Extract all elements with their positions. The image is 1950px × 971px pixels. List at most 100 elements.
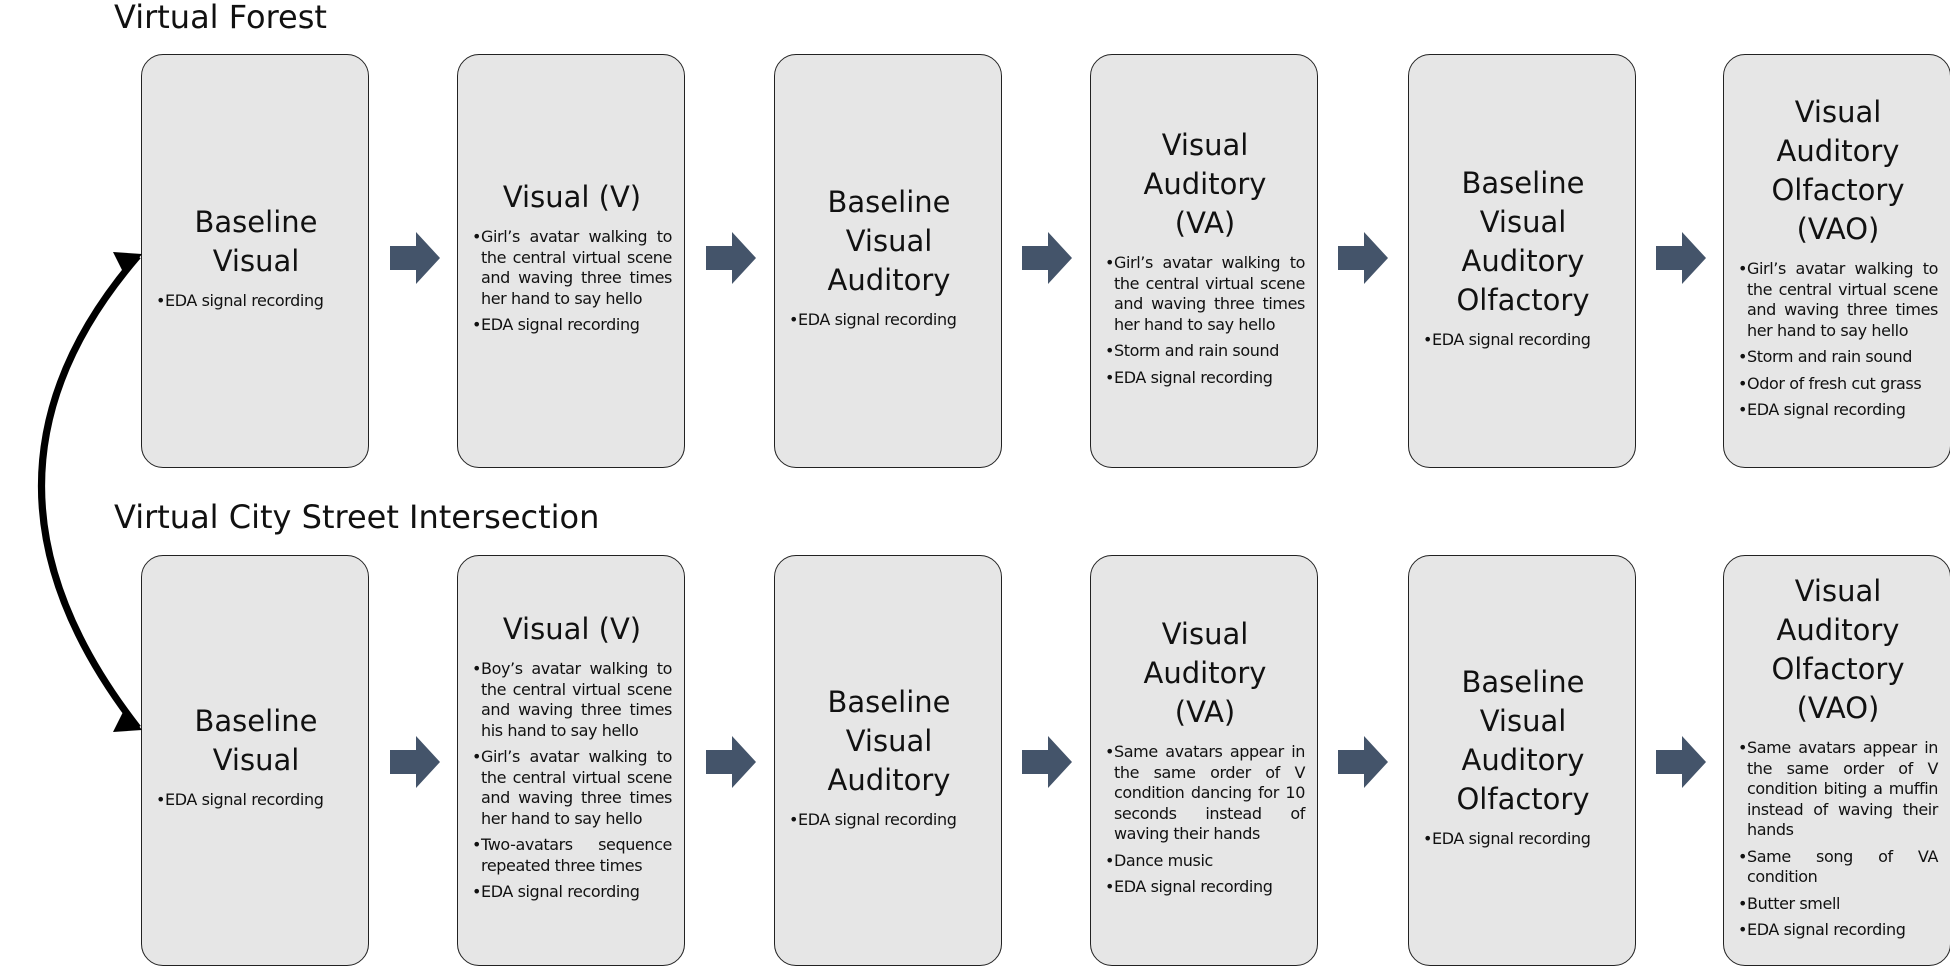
condition-title: Visual (V) <box>472 178 672 217</box>
condition-box: BaselineVisualAuditoryOlfactoryEDA signa… <box>1408 555 1636 966</box>
condition-title-line: (VA) <box>1174 206 1236 240</box>
bullet-item: Dance music <box>1105 851 1305 872</box>
bullet-item: Same avatars appear in the same order of… <box>1738 738 1938 841</box>
bullet-item: EDA signal recording <box>472 882 672 903</box>
condition-box: Visual (V) Boy’s avatar walking to the ce… <box>457 555 685 966</box>
bullet-item: EDA signal recording <box>1423 330 1623 351</box>
condition-box: BaselineVisualEDA signal recording <box>141 555 369 966</box>
condition-title-line: Visual <box>1161 128 1249 162</box>
condition-box: BaselineVisualEDA signal recording <box>141 54 369 468</box>
bullet-item: EDA signal recording <box>156 790 356 811</box>
condition-box: Visual (V) Girl’s avatar walking to the c… <box>457 54 685 468</box>
condition-title-line: Auditory <box>1143 167 1267 201</box>
condition-title-line: Visual <box>1479 704 1567 739</box>
condition-title-line: Baseline <box>827 185 951 220</box>
condition-box: BaselineVisualAuditoryEDA signal recordi… <box>774 555 1002 966</box>
right-arrow-icon <box>1338 232 1388 284</box>
right-arrow-icon <box>1022 736 1072 788</box>
bullet-item: Storm and rain sound <box>1738 347 1938 368</box>
condition-title-line: Baseline <box>1461 165 1585 200</box>
bullet-list: EDA signal recording <box>156 790 356 817</box>
condition-title-line: Auditory <box>1461 743 1585 778</box>
condition-title-line: Auditory <box>1776 134 1900 169</box>
condition-title-line: Auditory <box>1143 656 1267 691</box>
condition-title-line: Visual <box>1161 617 1249 652</box>
bullet-item: EDA signal recording <box>156 291 356 312</box>
condition-title-line: Auditory <box>1461 243 1585 278</box>
bullet-item: EDA signal recording <box>1423 829 1623 850</box>
condition-title-line: Baseline <box>194 204 318 239</box>
row-title: Virtual Forest <box>114 0 327 36</box>
bullet-list: Boy’s avatar walking to the central virt… <box>472 659 672 909</box>
right-arrow-icon <box>1656 232 1706 284</box>
right-arrow-icon <box>390 736 440 788</box>
condition-title-line: Visual <box>845 224 933 259</box>
condition-title: Visual (V) <box>472 610 672 649</box>
right-arrow-icon <box>390 232 440 284</box>
bullet-item: Girl’s avatar walking to the central vir… <box>472 227 672 309</box>
condition-title-line: Auditory <box>827 263 951 298</box>
bullet-item: Boy’s avatar walking to the central virt… <box>472 659 672 741</box>
bullet-list: Girl’s avatar walking to the central vir… <box>1105 253 1305 394</box>
right-arrow-icon <box>1022 232 1072 284</box>
bullet-list: Same avatars appear in the same order of… <box>1105 742 1305 904</box>
right-arrow-icon <box>1338 736 1388 788</box>
bullet-item: EDA signal recording <box>1105 877 1305 898</box>
condition-title-line: Baseline <box>1461 665 1585 700</box>
row-title: Virtual City Street Intersection <box>114 498 600 536</box>
bullet-item: EDA signal recording <box>789 310 989 331</box>
condition-title-line: Visual <box>212 743 300 778</box>
condition-title-line: Visual (V) <box>502 612 642 647</box>
bullet-list: Girl’s avatar walking to the central vir… <box>1738 259 1938 427</box>
bullet-list: EDA signal recording <box>789 810 989 837</box>
condition-title-line: Auditory <box>1776 613 1900 648</box>
bullet-item: Two-avatars sequence repeated three time… <box>472 835 672 876</box>
condition-box: BaselineVisualAuditoryEDA signal recordi… <box>774 54 1002 468</box>
condition-title-line: Auditory <box>827 762 951 797</box>
bullet-item: Storm and rain sound <box>1105 341 1305 362</box>
loop-arrowhead-bottom <box>113 708 142 732</box>
bullet-list: EDA signal recording <box>1423 330 1623 357</box>
condition-title-line: Visual <box>1794 574 1882 609</box>
condition-title-line: Olfactory <box>1771 652 1905 687</box>
condition-title-line: (VAO) <box>1796 212 1880 247</box>
condition-title-line: Visual <box>845 723 933 758</box>
bullet-item: EDA signal recording <box>1738 920 1938 941</box>
bullet-item: Girl’s avatar walking to the central vir… <box>472 747 672 829</box>
condition-title-line: Olfactory <box>1771 173 1905 208</box>
bullet-list: Same avatars appear in the same order of… <box>1738 738 1938 947</box>
condition-title-line: Baseline <box>194 704 318 739</box>
loop-arrowhead-top <box>113 252 142 276</box>
condition-title-line: (VA) <box>1174 695 1236 730</box>
bullet-item: Girl’s avatar walking to the central vir… <box>1105 253 1305 335</box>
condition-title-line: Baseline <box>827 684 951 719</box>
bullet-item: EDA signal recording <box>1738 400 1938 421</box>
bullet-item: Same avatars appear in the same order of… <box>1105 742 1305 845</box>
condition-title-line: Olfactory <box>1456 282 1590 317</box>
bullet-item: Girl’s avatar walking to the central vir… <box>1738 259 1938 341</box>
bullet-list: EDA signal recording <box>789 310 989 337</box>
condition-title-line: Visual <box>212 243 300 278</box>
condition-title-line: (VAO) <box>1796 691 1880 726</box>
condition-box: BaselineVisualAuditoryOlfactoryEDA signa… <box>1408 54 1636 468</box>
right-arrow-icon <box>706 232 756 284</box>
bullet-list: Girl’s avatar walking to the central vir… <box>472 227 672 342</box>
right-arrow-icon <box>706 736 756 788</box>
bullet-list: EDA signal recording <box>156 291 356 318</box>
bullet-list: EDA signal recording <box>1423 829 1623 856</box>
bullet-item: EDA signal recording <box>789 810 989 831</box>
